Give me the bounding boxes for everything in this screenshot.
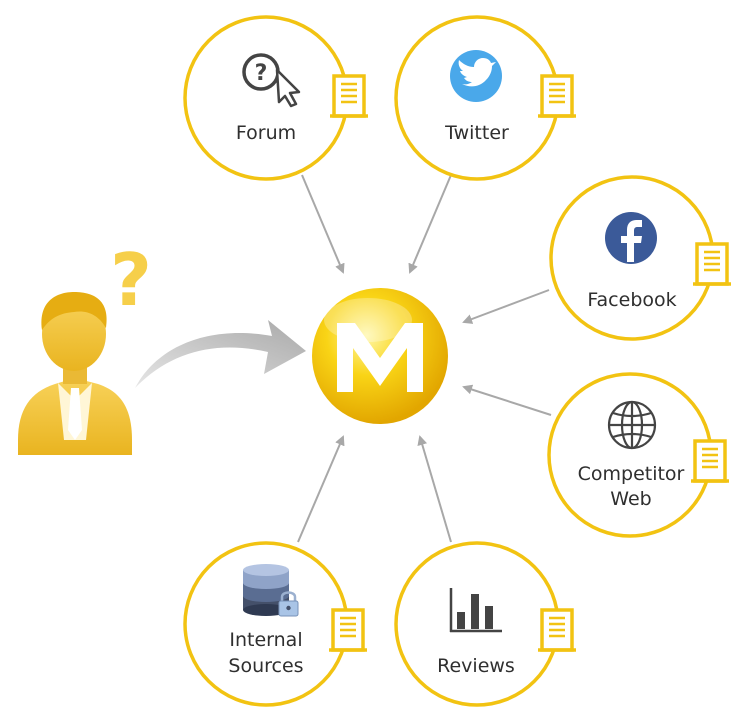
twitter-bird-icon [450, 50, 502, 102]
svg-text:?: ? [255, 61, 268, 86]
node-competitor-label-line2: Web [610, 488, 651, 510]
node-twitter: Twitter [394, 15, 576, 181]
node-internal-sources: Internal Sources [183, 541, 367, 707]
node-internal-label-line1: Internal [229, 629, 302, 651]
building-icon [691, 439, 729, 483]
node-competitor-label-line1: Competitor [578, 463, 685, 485]
building-icon [538, 608, 576, 652]
facebook-logo-icon [605, 212, 657, 264]
person-hair [41, 292, 107, 330]
node-internal-label-line2: Sources [228, 655, 303, 677]
arrow-twitter-to-hub [408, 174, 452, 274]
building-icon [693, 242, 731, 286]
hub-m-letter [337, 323, 423, 392]
building-icon [330, 74, 368, 118]
node-forum: ? Forum [183, 15, 368, 181]
businessman-icon: ? [18, 238, 152, 455]
node-facebook-label: Facebook [587, 289, 676, 311]
user-to-hub-curved-arrow [135, 320, 306, 388]
forum-help-icon: ? [242, 53, 301, 108]
arrow-facebook-to-hub [462, 289, 550, 324]
node-twitter-label: Twitter [444, 122, 509, 144]
node-facebook: Facebook [549, 175, 731, 341]
question-mark: ? [110, 238, 152, 322]
globe-icon [607, 400, 657, 450]
node-reviews: Reviews [394, 541, 576, 707]
arrow-reviews-to-hub [417, 435, 452, 543]
node-circle [183, 15, 349, 181]
building-icon [329, 608, 367, 652]
database-lock-icon [243, 564, 299, 617]
connectors [297, 174, 552, 543]
node-reviews-label: Reviews [437, 655, 515, 677]
node-forum-label: Forum [236, 122, 296, 144]
arrow-forum-to-hub [301, 174, 345, 274]
arrow-internal-to-hub [297, 435, 345, 543]
hub-logo [312, 288, 448, 424]
person-tie [68, 388, 82, 440]
node-circle [547, 372, 713, 538]
building-icon [538, 74, 576, 118]
arrow-competitor-to-hub [462, 384, 552, 416]
node-competitor-web: Competitor Web [547, 372, 729, 538]
bar-chart-icon [449, 588, 502, 633]
